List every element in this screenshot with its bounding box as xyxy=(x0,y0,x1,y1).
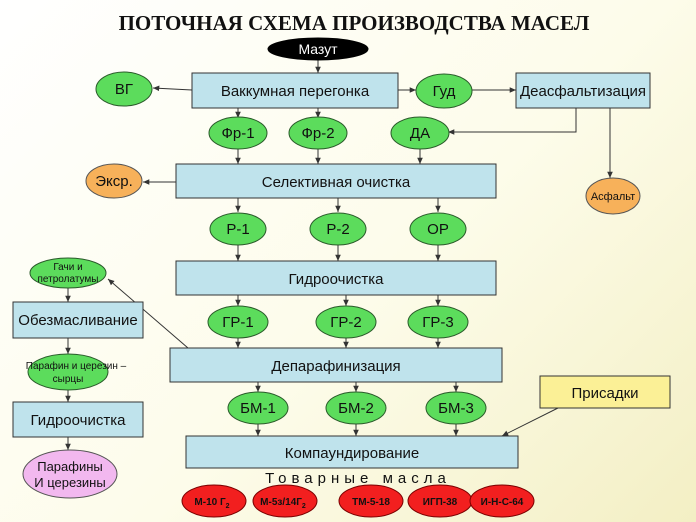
paraffin-raw-label-line2: сырцы xyxy=(53,374,84,385)
fr2-node xyxy=(288,116,348,150)
product-node xyxy=(252,484,318,518)
deasphalting-box xyxy=(515,72,651,109)
paraffin-raw-node xyxy=(27,353,109,391)
vg-label: ВГ xyxy=(115,81,133,98)
paraffins-node xyxy=(22,449,118,499)
commercial-oils-caption: Товарные масла xyxy=(265,470,451,487)
product-label: М-10 Г2 xyxy=(194,497,229,510)
extract-label: Экср. xyxy=(95,173,133,190)
r2-label: Р-2 xyxy=(326,221,349,238)
bm3-label: БМ-3 xyxy=(438,400,474,417)
or-node xyxy=(409,212,467,246)
arrow-deasphalting-da xyxy=(448,108,577,135)
bm2-label: БМ-2 xyxy=(338,400,374,417)
fr2-label: Фр-2 xyxy=(301,125,334,142)
gr3-node xyxy=(407,305,469,339)
or-label: ОР xyxy=(427,221,449,238)
product-node xyxy=(469,484,535,518)
gachi-node xyxy=(29,257,107,289)
r2-node xyxy=(309,212,367,246)
bm3-node xyxy=(425,391,487,425)
product-label: ТМ-5-18 xyxy=(352,497,390,508)
asphalt-node xyxy=(585,177,641,215)
gr2-label: ГР-2 xyxy=(330,314,361,331)
product-label: ИГП-38 xyxy=(423,497,458,508)
hydrotreating-main-box xyxy=(175,260,497,296)
arrow-vacuum-vg xyxy=(152,85,193,92)
bm2-node xyxy=(325,391,387,425)
gachi-label-line2: петролатумы xyxy=(38,274,99,285)
vg-node xyxy=(95,71,153,107)
bm1-node xyxy=(227,391,289,425)
product-node xyxy=(338,484,404,518)
mazut-node xyxy=(267,37,369,61)
gud-node xyxy=(415,73,473,109)
deasphalting-label: Деасфальтизация xyxy=(520,83,646,100)
selective-purification-label: Селективная очистка xyxy=(262,174,411,191)
gachi-label-line1: Гачи и xyxy=(53,262,82,273)
paraffin-raw-label-line1: Парафин и церезин – xyxy=(26,360,127,372)
connectors xyxy=(65,59,613,450)
vacuum-distillation-box xyxy=(191,72,399,109)
arrow-additives-compounding xyxy=(501,406,561,437)
paraffins-label-line2: И церезины xyxy=(34,475,105,490)
product-node xyxy=(181,484,247,518)
r1-node xyxy=(209,212,267,246)
r1-label: Р-1 xyxy=(226,221,249,238)
gud-label: Гуд xyxy=(433,83,456,100)
additives-label: Присадки xyxy=(571,385,638,402)
da-node xyxy=(390,116,450,150)
paraffins-label-line1: Парафины xyxy=(37,459,103,474)
asphalt-label: Асфальт xyxy=(591,191,635,203)
additives-box xyxy=(539,375,671,409)
vacuum-distillation-label: Ваккумная перегонка xyxy=(221,83,370,100)
deoiling-box xyxy=(12,301,144,339)
products: М-10 Г2 М-5з/14Г2 ТМ-5-18 ИГП-38 И-Н-С-6… xyxy=(181,484,535,518)
hydrotreating-side-label: Гидроочистка xyxy=(31,412,127,429)
gr1-node xyxy=(207,305,269,339)
gr2-node xyxy=(315,305,377,339)
fr1-node xyxy=(208,116,268,150)
dewaxing-label: Депарафинизация xyxy=(271,358,400,375)
dewaxing-box xyxy=(169,347,503,383)
product-label: М-5з/14Г2 xyxy=(260,497,306,510)
hydrotreating-main-label: Гидроочистка xyxy=(289,271,385,288)
product-label: И-Н-С-64 xyxy=(481,497,524,508)
da-label: ДА xyxy=(410,125,430,142)
hydrotreating-side-box xyxy=(12,401,144,438)
compounding-label: Компаундирование xyxy=(285,445,419,462)
fr1-label: Фр-1 xyxy=(221,125,254,142)
deoiling-label: Обезмасливание xyxy=(18,312,137,329)
diagram-title: ПОТОЧНАЯ СХЕМА ПРОИЗВОДСТВА МАСЕЛ xyxy=(119,11,590,35)
gr3-label: ГР-3 xyxy=(422,314,453,331)
extract-node xyxy=(85,163,143,199)
bm1-label: БМ-1 xyxy=(240,400,276,417)
arrow-dewaxing-gachi xyxy=(107,278,189,349)
mazut-label: Мазут xyxy=(298,41,338,57)
compounding-box xyxy=(185,435,519,469)
selective-purification-box xyxy=(175,163,497,199)
gr1-label: ГР-1 xyxy=(222,314,253,331)
